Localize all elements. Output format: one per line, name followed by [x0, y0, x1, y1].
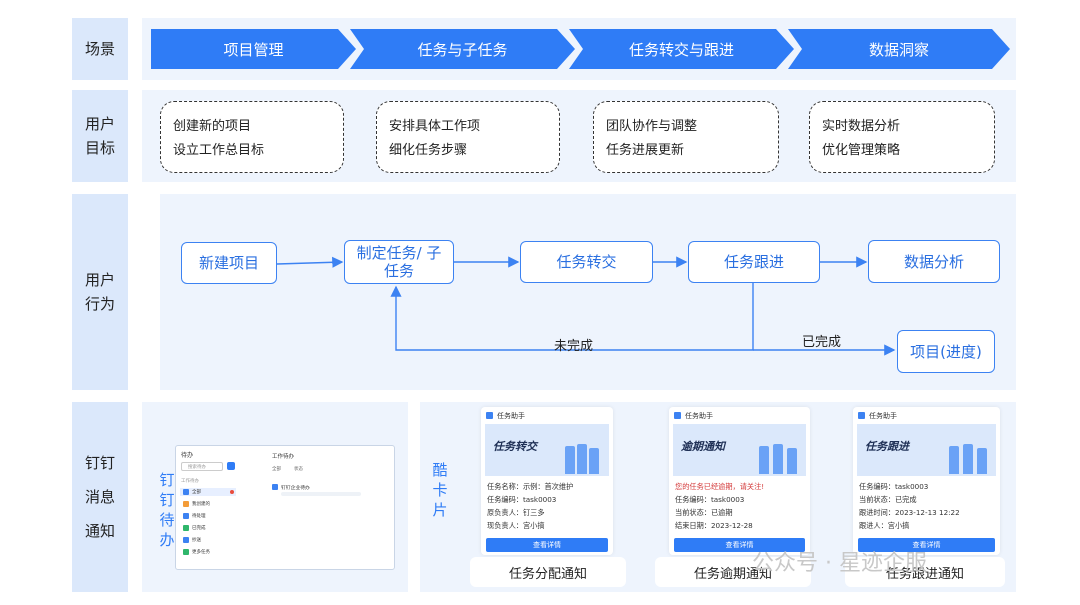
row-label-notify: 钉钉 消息 通知 — [72, 402, 128, 592]
arrow-new-to-plan — [276, 256, 344, 268]
todo-window-title: 待办 — [181, 452, 194, 459]
list-icon — [183, 549, 189, 555]
todo-sidebar-item: 全部 — [192, 490, 201, 495]
todo-filter: 全部 — [272, 467, 281, 472]
card-line: 任务编码：task0003 — [487, 495, 557, 504]
todo-sidebar-item: 待处理 — [192, 514, 206, 519]
todo-sidebar-item: 已完成 — [192, 526, 206, 531]
card-line: 当前状态：已逾期 — [675, 508, 733, 517]
card-task-overdue: 任务助手 逾期通知 您的任务已经逾期，请关注! 任务编码：task0003 当前… — [669, 407, 810, 555]
todo-sidebar-active-bg — [180, 488, 236, 496]
card-line: 任务名称：示例：首次维护 — [487, 482, 574, 491]
label-completed: 已完成 — [802, 335, 842, 350]
list-icon — [183, 489, 189, 495]
list-icon — [183, 537, 189, 543]
scene-data-insight: 数据洞察 — [788, 29, 1010, 69]
card-task-followup: 任务助手 任务跟进 任务编码：task0003 当前状态：已完成 跟进时间：20… — [853, 407, 1000, 555]
todo-filter: 状态 — [294, 467, 303, 472]
label-cool-card: 酷 卡 片 — [432, 461, 448, 519]
label-dingtalk-todo: 钉 钉 待 办 — [159, 471, 175, 549]
goal-box-3: 团队协作与调整任务进展更新 — [593, 101, 779, 173]
row-label-goal: 用户 目标 — [72, 90, 128, 182]
list-icon — [183, 525, 189, 531]
view-details-button[interactable]: 查看详情 — [486, 538, 608, 552]
flow-node-project-progress: 项目(进度) — [897, 330, 995, 373]
flow-node-new-project: 新建项目 — [181, 242, 277, 284]
todo-group-label: 工作待办 — [181, 479, 199, 484]
todo-sidebar-item: 我创建的 — [192, 502, 210, 507]
todo-sidebar-item: 抄送 — [192, 538, 201, 543]
caption-task-assign: 任务分配通知 — [470, 557, 626, 587]
goal-box-4: 实时数据分析优化管理策略 — [809, 101, 995, 173]
card-line: 跟进时间：2023-12-13 12:22 — [859, 508, 960, 517]
caption-task-overdue: 任务逾期通知 — [655, 557, 811, 587]
todo-main-header: 工作待办 — [272, 454, 295, 460]
row-label-scene: 场景 — [72, 18, 128, 80]
arrow-loop-incomplete — [390, 282, 754, 351]
card-head: 任务助手 — [853, 407, 1000, 421]
view-details-button[interactable]: 查看详情 — [858, 538, 995, 552]
card-line: 结束日期：2023-12-28 — [675, 521, 753, 530]
scene-project-management: 项目管理 — [151, 29, 356, 69]
list-icon — [183, 513, 189, 519]
card-task-assign: 任务助手 任务转交 任务名称：示例：首次维护 任务编码：task0003 原负责… — [481, 407, 613, 555]
card-banner: 逾期通知 — [673, 424, 806, 476]
todo-sidebar-item: 更多任务 — [192, 550, 210, 555]
card-line: 当前状态：已完成 — [859, 495, 917, 504]
todo-add-button — [227, 462, 235, 470]
caption-task-followup: 任务跟进通知 — [845, 557, 1005, 587]
scene-transfer-followup: 任务转交与跟进 — [569, 29, 794, 69]
flow-node-plan-tasks: 制定任务/ 子 任务 — [344, 240, 454, 284]
view-details-button[interactable]: 查看详情 — [674, 538, 805, 552]
label-incomplete: 未完成 — [554, 339, 594, 354]
card-head: 任务助手 — [669, 407, 810, 421]
card-head: 任务助手 — [481, 407, 613, 421]
list-icon — [183, 501, 189, 507]
task-icon — [272, 484, 278, 490]
todo-task-title: 钉钉企业待办 — [281, 486, 310, 491]
flow-node-data-analysis: 数据分析 — [868, 240, 1000, 283]
card-banner: 任务跟进 — [857, 424, 996, 476]
todo-search-input: 搜索待办 — [181, 462, 223, 471]
flow-node-followup: 任务跟进 — [688, 241, 820, 283]
unread-badge — [230, 490, 234, 494]
todo-task-meta — [281, 492, 361, 496]
goal-box-2: 安排具体工作项细化任务步骤 — [376, 101, 560, 173]
row-label-behavior: 用户 行为 — [72, 194, 128, 390]
scene-task-subtask: 任务与子任务 — [350, 29, 575, 69]
card-line: 任务编码：task0003 — [675, 495, 745, 504]
watermark: 公众号 · 星迹企服 — [752, 551, 927, 576]
behavior-row-bg — [160, 194, 1016, 390]
card-banner: 任务转交 — [485, 424, 609, 476]
card-line: 现负责人：宫小搞 — [487, 521, 545, 530]
card-line: 跟进人：宫小搞 — [859, 521, 910, 530]
card-line: 原负责人：钉三多 — [487, 508, 545, 517]
card-warning: 您的任务已经逾期，请关注! — [675, 482, 765, 491]
card-line: 任务编码：task0003 — [859, 482, 929, 491]
flow-node-transfer: 任务转交 — [520, 241, 653, 283]
todo-window-screenshot: 待办 搜索待办 工作待办 全部 我创建的 待处理 已完成 抄送 更多任务 工作待… — [175, 445, 395, 570]
goal-box-1: 创建新的项目设立工作总目标 — [160, 101, 344, 173]
